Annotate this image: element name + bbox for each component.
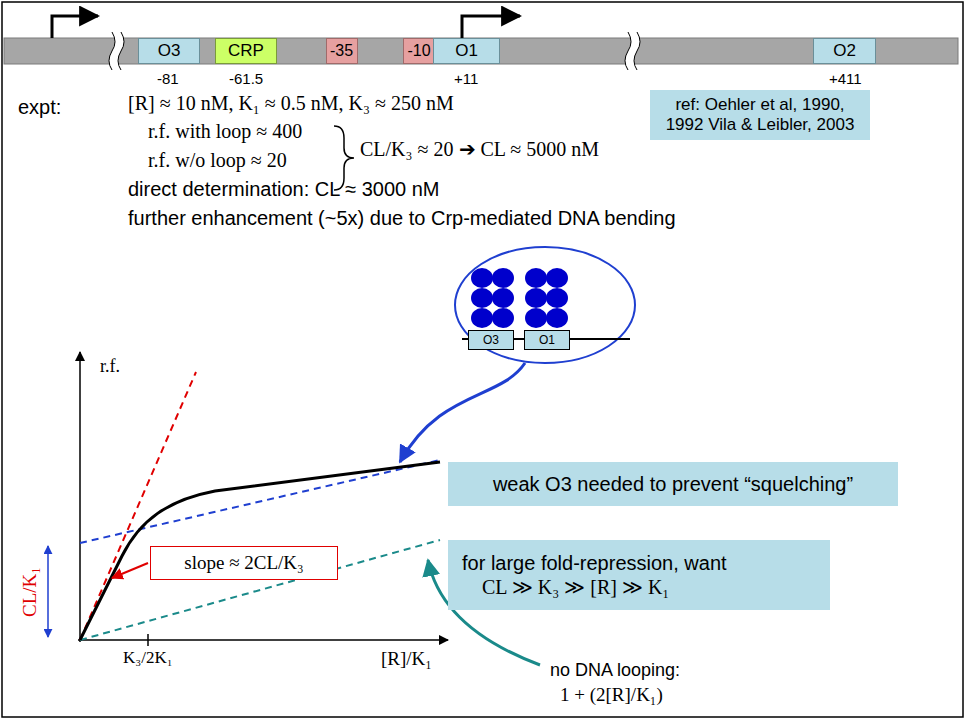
note-text: r.f. with loop ≈ 400 xyxy=(148,120,302,143)
promoter-box: -35 xyxy=(326,38,358,64)
tick-label: K₃/2K₁ xyxy=(123,648,173,668)
offset-arrow xyxy=(47,546,49,637)
dna-bar xyxy=(4,38,958,64)
box-text: O2 xyxy=(833,41,856,61)
operator-box: O2 xyxy=(813,38,876,64)
section-label: expt: xyxy=(18,96,61,119)
slope-pointer xyxy=(112,563,148,578)
red-asymptote xyxy=(80,372,196,640)
box-text: for large fold-repression, want xyxy=(462,552,727,575)
box-text: slope ≈ 2CL/K₃ xyxy=(184,552,303,574)
axis-label: r.f. xyxy=(100,356,120,377)
callout-box: weak O3 needed to prevent “squelching” xyxy=(448,462,898,506)
box-text: O1 xyxy=(455,41,478,61)
box-text: CRP xyxy=(228,41,264,61)
crp-site-box: CRP xyxy=(215,38,277,64)
inset-pointer xyxy=(400,363,525,462)
position-label: +411 xyxy=(829,70,862,87)
note-text: no DNA looping: xyxy=(550,660,680,681)
box-text: ref: Oehler et al, 1990, 1992 Vila & Lei… xyxy=(660,95,860,136)
repressor-tetramers xyxy=(471,268,568,328)
axis-label: [R]/K₁ xyxy=(381,648,432,670)
position-label: +11 xyxy=(454,70,478,87)
operator-box: O1 xyxy=(524,330,570,350)
operator-box: O1 xyxy=(433,38,500,64)
box-text: weak O3 needed to prevent “squelching” xyxy=(493,473,853,496)
box-text: CL ≫ K₃ ≫ [R] ≫ K₁ xyxy=(482,575,669,599)
reference-box: ref: Oehler et al, 1990, 1992 Vila & Lei… xyxy=(650,90,870,140)
slope-box: slope ≈ 2CL/K₃ xyxy=(150,546,338,580)
position-label: -61.5 xyxy=(229,70,263,87)
inset-circle xyxy=(455,247,635,363)
operator-box: O3 xyxy=(468,330,514,350)
box-text: O3 xyxy=(483,333,499,347)
note-text: r.f. w/o loop ≈ 20 xyxy=(148,149,287,172)
position-label: -81 xyxy=(157,70,179,87)
parameter-text: [R] ≈ 10 nM, K₁ ≈ 0.5 nM, K₃ ≈ 250 nM xyxy=(128,92,454,115)
box-text: O1 xyxy=(539,333,555,347)
note-text: CL/K₃ ≈ 20 ➔ CL ≈ 5000 nM xyxy=(360,137,599,161)
plot-axes xyxy=(78,352,448,646)
operator-box: O3 xyxy=(138,38,200,64)
callout-box: for large fold-repression, wantCL ≫ K₃ ≫… xyxy=(448,540,830,610)
box-text: -35 xyxy=(330,42,353,60)
promoter-arrows xyxy=(52,16,520,38)
no-loop-line xyxy=(80,540,440,640)
blue-asymptote xyxy=(80,460,440,543)
promoter-box: -10 xyxy=(403,38,435,64)
note-text: further enhancement (~5x) due to Crp-med… xyxy=(128,207,676,230)
response-curve xyxy=(80,462,440,640)
note-text: 1 + (2[R]/K₁) xyxy=(560,684,663,706)
axis-label: CL/K₁ xyxy=(19,567,41,617)
box-text: O3 xyxy=(158,41,181,61)
box-text: -10 xyxy=(407,42,430,60)
note-text: direct determination: CL ≈ 3000 nM xyxy=(128,178,440,201)
break-marks xyxy=(109,32,640,70)
